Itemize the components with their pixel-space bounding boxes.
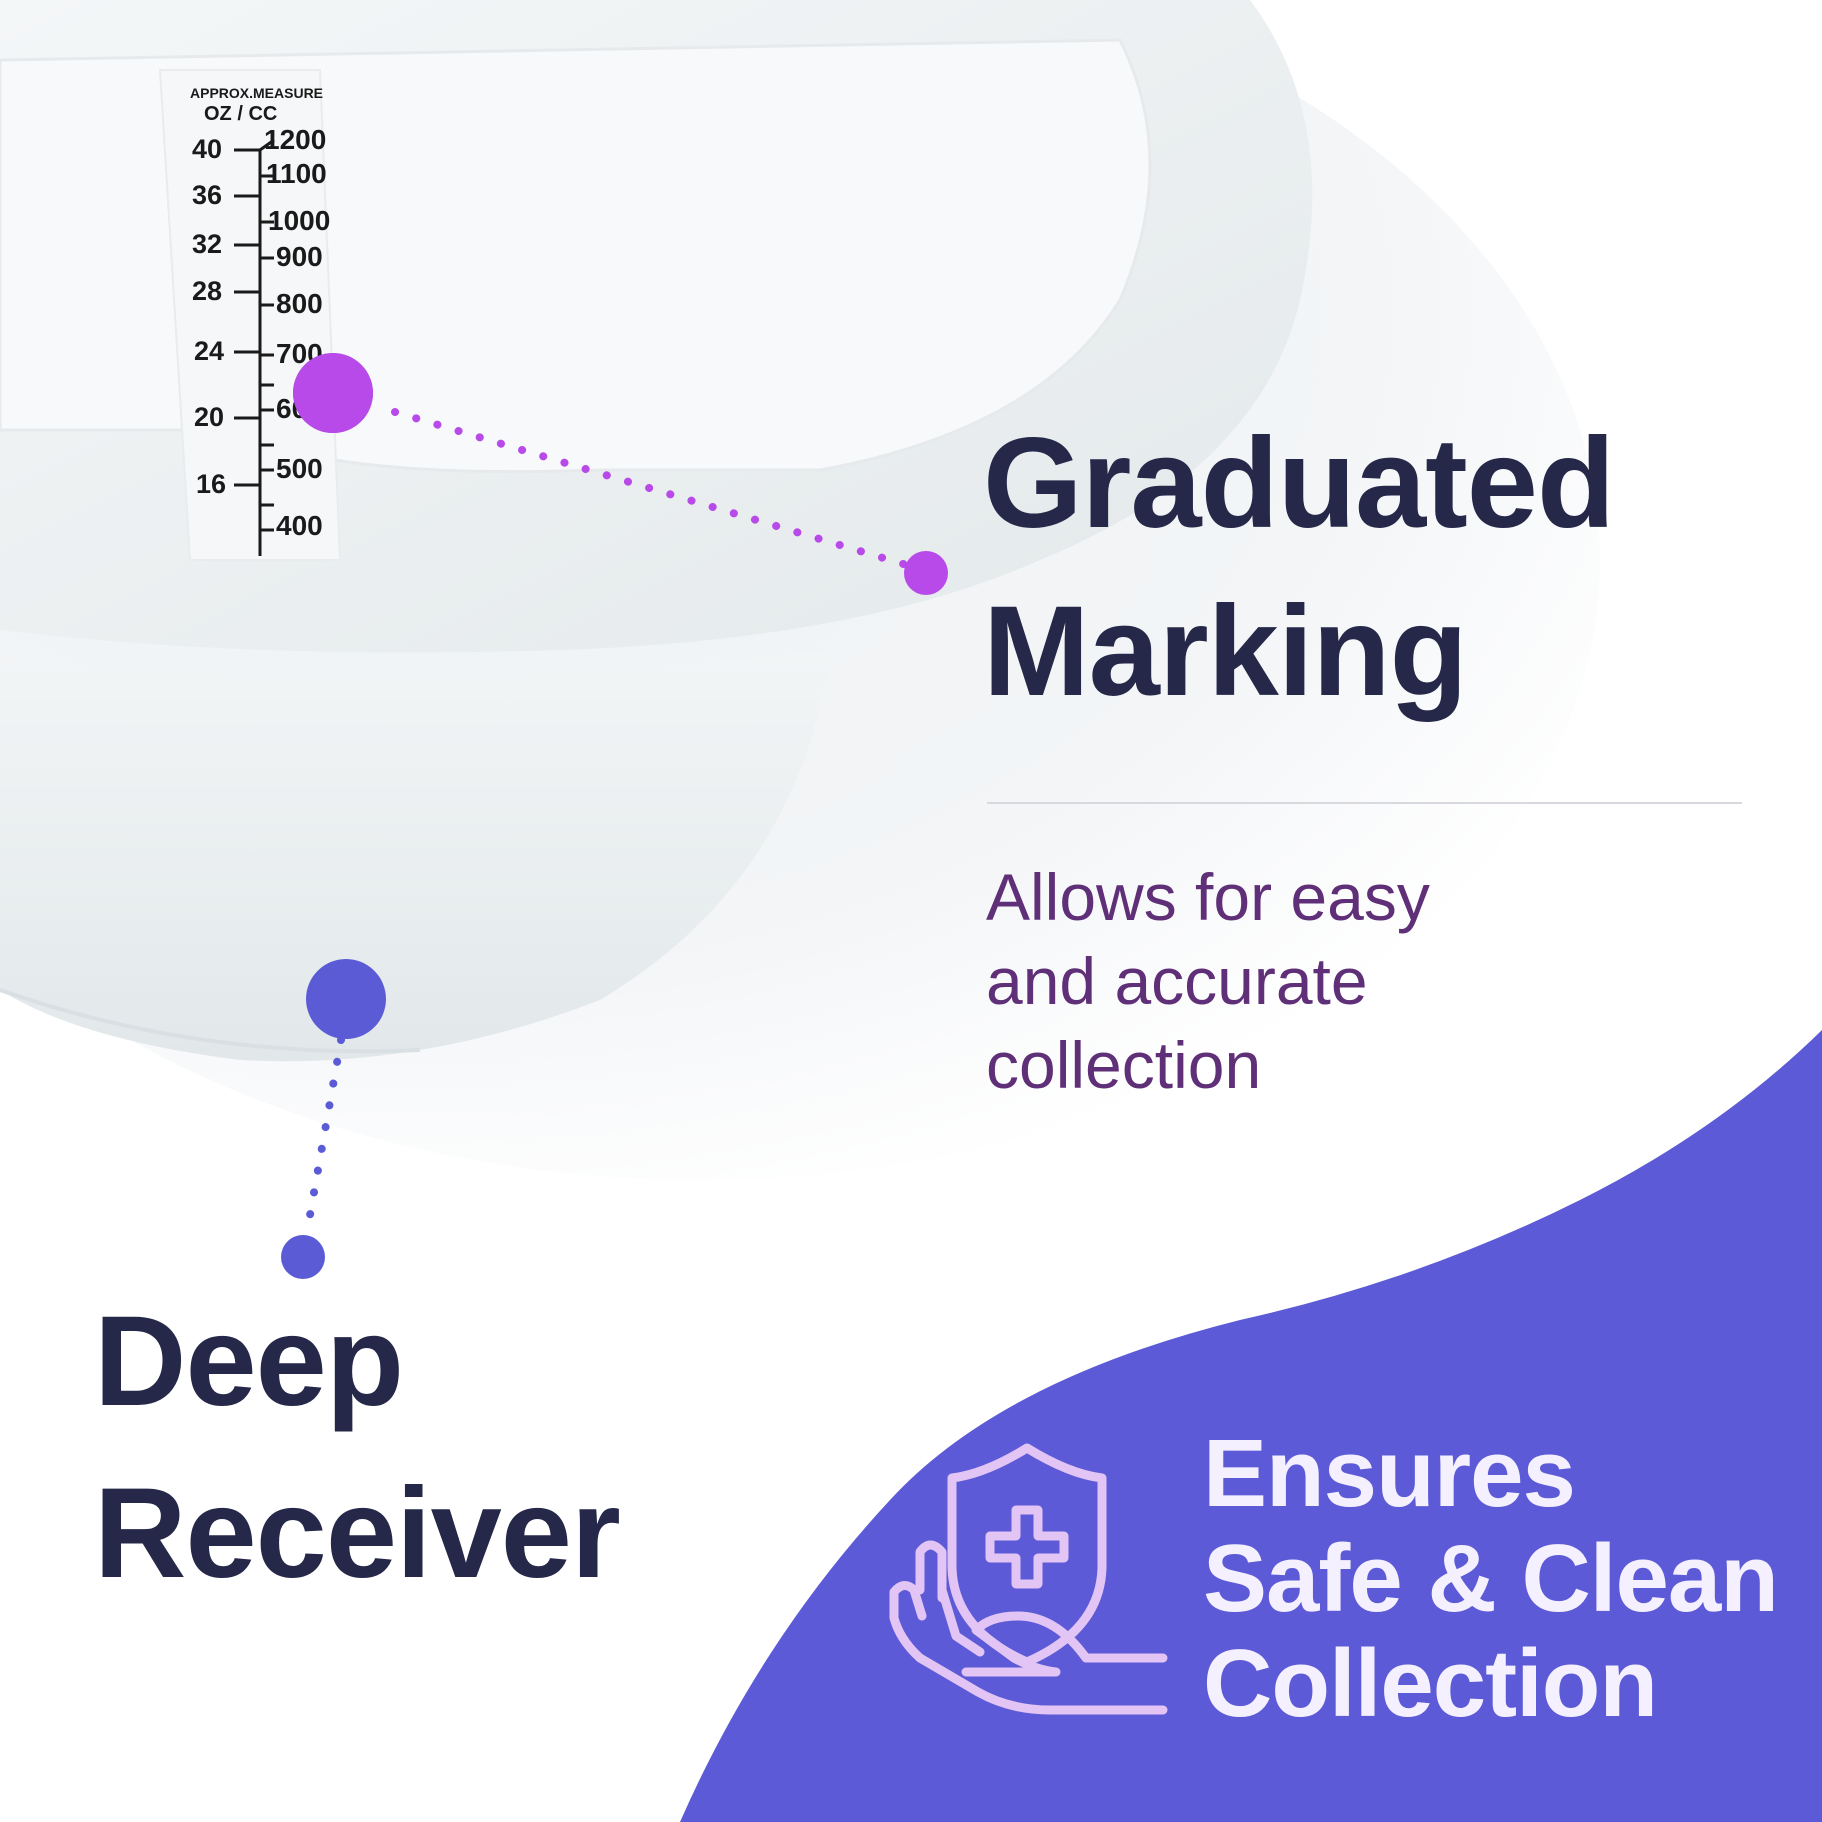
callout-line-graduated [391, 408, 914, 570]
callout-dot-deep-small [281, 1235, 325, 1279]
feature-panel [680, 1030, 1822, 1822]
deep-title-line1: Deep [94, 1290, 404, 1433]
graduated-desc-line1: Allows for easy [986, 860, 1430, 934]
safety-line2: Safe & Clean [1203, 1525, 1779, 1632]
shield-hand-medical-icon [889, 1443, 1168, 1715]
section-divider [987, 802, 1742, 804]
measure-scale-lines [234, 138, 275, 556]
measure-wall [158, 69, 342, 561]
callout-dot-deep-large [306, 959, 386, 1039]
graduated-desc-line2: and accurate [986, 944, 1368, 1018]
graduated-title-line2: Marking [983, 580, 1468, 723]
safety-line3: Collection [1203, 1630, 1658, 1737]
deep-title-line2: Receiver [94, 1462, 621, 1605]
graduated-desc-line3: collection [986, 1028, 1262, 1102]
callout-dot-graduated-large [293, 353, 373, 433]
graduated-title-line1: Graduated [983, 412, 1615, 555]
receiver-bowl [0, 650, 830, 1062]
safety-line1: Ensures [1203, 1420, 1576, 1527]
callout-dot-graduated-small [904, 551, 948, 595]
